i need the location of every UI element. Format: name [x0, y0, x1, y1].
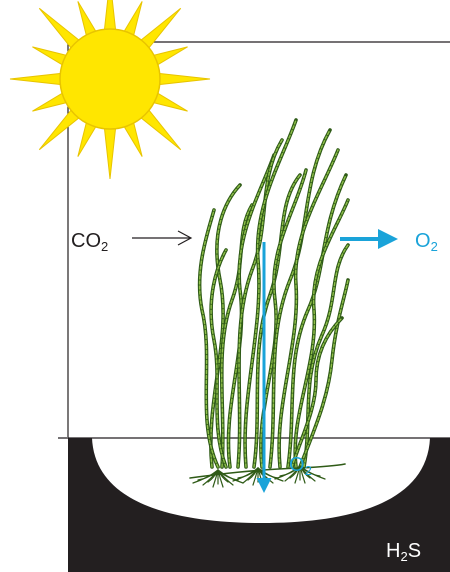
co2-arrow-icon [132, 230, 193, 246]
o2-root-label: O2 [289, 454, 312, 478]
sun-icon [9, 0, 211, 180]
co2-label: CO2 [71, 230, 109, 254]
seagrass-icon [189, 118, 350, 488]
o2-release-label: O2 [415, 230, 438, 254]
h2s-label: H2S [386, 540, 422, 564]
